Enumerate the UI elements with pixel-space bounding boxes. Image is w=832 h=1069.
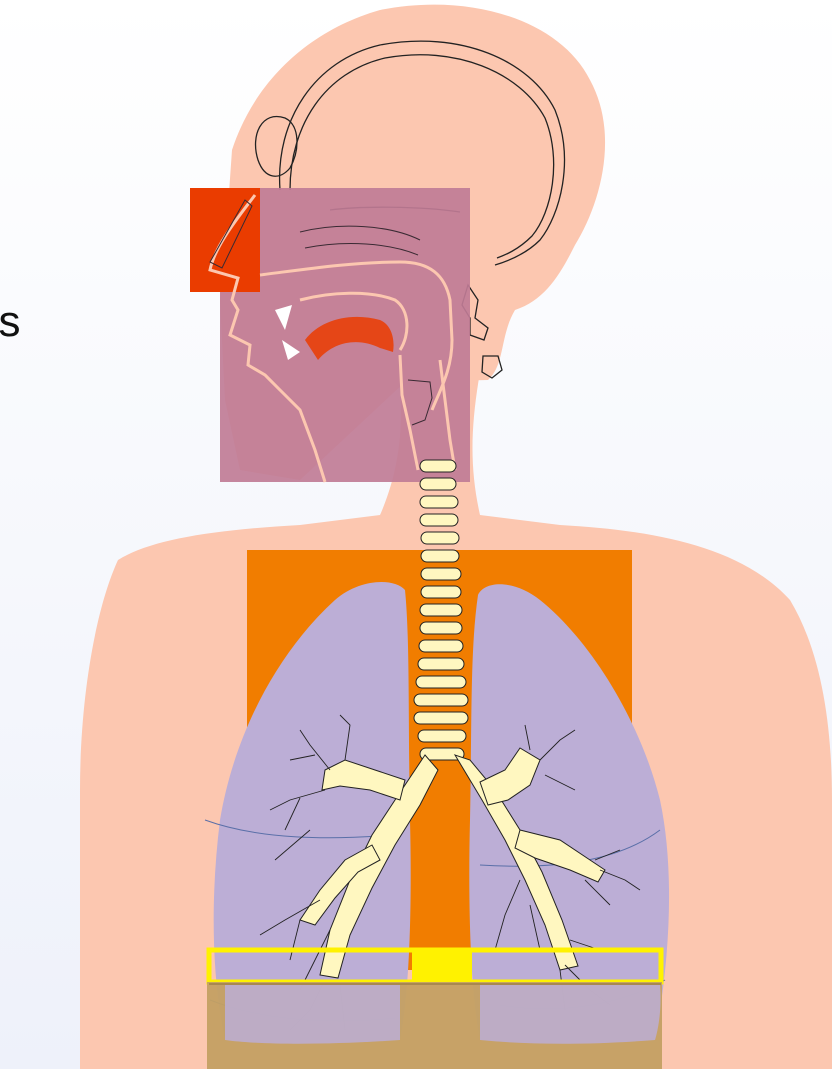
tracheal-ring <box>421 532 459 544</box>
tracheal-ring <box>421 550 459 562</box>
left-lung-base <box>480 985 661 1044</box>
tracheal-ring <box>420 478 456 490</box>
tracheal-ring <box>420 496 458 508</box>
tracheal-ring <box>414 694 468 706</box>
tracheal-ring <box>421 586 461 598</box>
tracheal-ring <box>418 730 466 742</box>
slide-label-partial: ays <box>0 287 140 357</box>
right-lung-base <box>225 985 400 1044</box>
tracheal-ring <box>419 640 463 652</box>
tracheal-ring <box>420 604 462 616</box>
tracheal-ring <box>421 568 461 580</box>
tracheal-ring <box>416 676 466 688</box>
tracheal-ring <box>420 514 458 526</box>
tracheal-ring <box>420 460 456 472</box>
tracheal-ring <box>420 622 462 634</box>
diaphragm-center <box>412 952 472 982</box>
tracheal-ring <box>418 658 464 670</box>
tracheal-ring <box>414 712 468 724</box>
